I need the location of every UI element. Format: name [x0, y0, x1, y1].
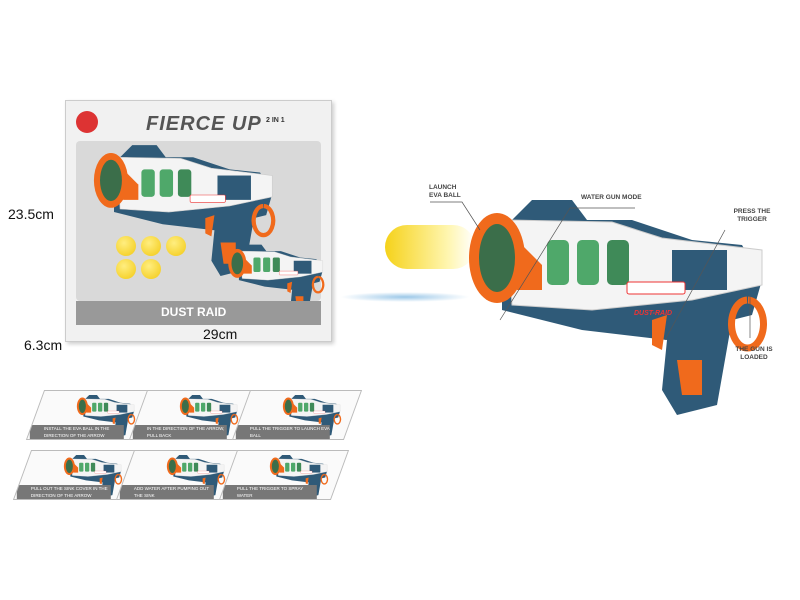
eva-ball	[116, 236, 136, 256]
callout-loaded: THE GUN IS LOADED	[735, 346, 773, 361]
brand-title: FIERCE UP	[146, 113, 262, 135]
callout-lines	[430, 201, 751, 341]
callout-launch: LAUNCH EVA BALL	[429, 184, 461, 199]
instruction-step-3: PULL THE TRIGGER TO LAUNCH EVA BALL	[231, 390, 363, 440]
gun-logo: DUST-RAID	[634, 310, 673, 317]
water-spray	[340, 292, 470, 302]
height-dimension: 23.5cm	[8, 206, 54, 222]
product-band: DUST RAID	[76, 301, 321, 325]
eva-ball	[141, 236, 161, 256]
package-box: FIERCE UP 2 IN 1 DUST RAID	[65, 100, 332, 342]
width-dimension: 29cm	[203, 326, 238, 342]
toys-logo	[76, 111, 98, 133]
eva-ball	[166, 236, 186, 256]
eva-ball	[116, 259, 136, 279]
eva-ball	[141, 259, 161, 279]
instruction-step-6: PULL THE TRIGGER TO SPRAY WATER	[218, 450, 350, 500]
product-name: DUST RAID	[161, 305, 227, 319]
depth-dimension: 6.3cm	[24, 337, 63, 353]
box-window	[76, 141, 321, 301]
callout-water: WATER GUN MODE	[581, 194, 642, 201]
launched-ball	[385, 225, 475, 269]
callout-trigger: PRESS THE TRIGGER	[733, 208, 771, 223]
feature-label: 2 IN 1	[266, 117, 285, 124]
